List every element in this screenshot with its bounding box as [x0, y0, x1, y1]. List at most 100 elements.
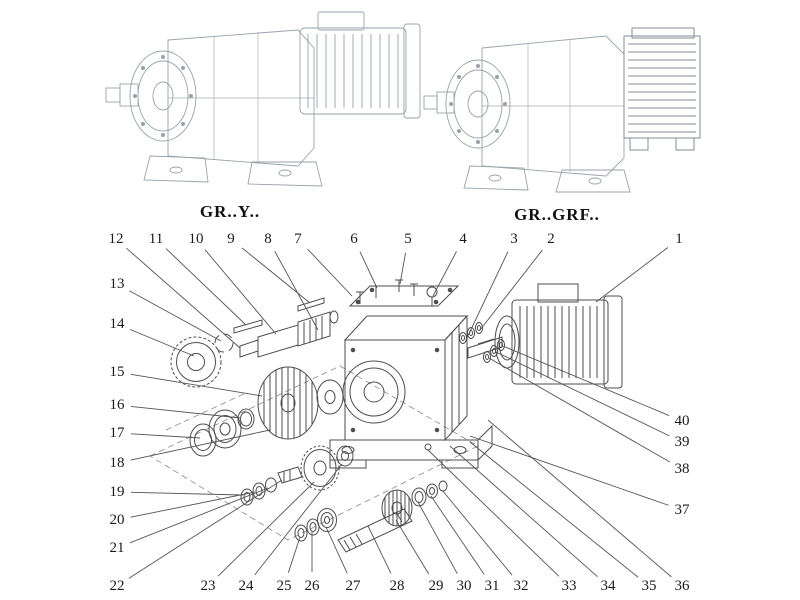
- leader-line-18: [130, 429, 271, 461]
- housing-seams: [168, 33, 314, 163]
- pinion-section: [297, 311, 331, 347]
- drain-plug: [424, 443, 432, 451]
- intermediate-gear-group: [240, 445, 354, 506]
- leader-line-4: [432, 251, 457, 297]
- leader-line-40: [502, 345, 670, 417]
- part-number-24: 24: [239, 578, 255, 594]
- terminal-box: [537, 283, 579, 303]
- finned-cover-block: [623, 27, 701, 151]
- part-number-35: 35: [642, 578, 657, 594]
- leader-line-32: [441, 489, 513, 576]
- leader-line-7: [307, 248, 353, 297]
- spacer-ring: [237, 408, 255, 430]
- part-number-13: 13: [110, 276, 125, 292]
- ring: [265, 477, 277, 493]
- bearing-group: [170, 333, 255, 457]
- motor-body: [299, 27, 407, 115]
- part-number-25: 25: [277, 578, 292, 594]
- leader-line-25: [287, 536, 301, 573]
- part-number-26: 26: [305, 578, 321, 594]
- washer: [294, 524, 308, 542]
- part-number-11: 11: [149, 231, 163, 247]
- part-number-15: 15: [110, 364, 125, 380]
- leader-line-1: [595, 247, 669, 303]
- leader-line-36: [487, 419, 672, 578]
- exploded-view-drawing: [149, 279, 623, 553]
- front-face: [445, 59, 511, 149]
- housing: [329, 314, 493, 469]
- output-shaft: [337, 508, 413, 553]
- part-number-40: 40: [675, 413, 690, 429]
- toothed-ring: [170, 336, 222, 388]
- bolt: [372, 285, 380, 298]
- motor-mount-washers: [459, 322, 505, 363]
- output-shaft-assembly: [294, 480, 448, 553]
- part-number-33: 33: [562, 578, 577, 594]
- part-number-39: 39: [675, 434, 690, 450]
- part-number-20: 20: [110, 512, 125, 528]
- leader-line-35: [469, 441, 639, 578]
- motor-end-cap: [403, 23, 421, 119]
- part-number-28: 28: [390, 578, 405, 594]
- part-number-14: 14: [110, 316, 126, 332]
- leader-line-34: [449, 445, 598, 578]
- leader-line-10: [204, 249, 277, 335]
- leader-line-29: [395, 519, 430, 575]
- part-number-22: 22: [110, 578, 125, 594]
- leader-line-22: [128, 479, 283, 579]
- leader-line-28: [367, 525, 392, 574]
- cover-plate: [348, 285, 460, 307]
- bolt: [356, 291, 364, 304]
- leader-line-15: [130, 373, 263, 397]
- main-gear-group: [257, 366, 344, 440]
- leader-line-30: [417, 501, 458, 574]
- part-number-31: 31: [485, 578, 500, 594]
- leader-line-3: [465, 251, 509, 341]
- ring: [411, 487, 427, 507]
- leader-line-6: [359, 251, 378, 289]
- part-number-29: 29: [429, 578, 444, 594]
- model-label-gr-grf: GR..GRF..: [514, 205, 600, 224]
- leader-line-21: [129, 487, 269, 544]
- terminal-box: [317, 11, 365, 31]
- part-number-36: 36: [675, 578, 691, 594]
- part-number-8: 8: [264, 231, 272, 247]
- bore: [342, 360, 406, 424]
- part-number-21: 21: [110, 540, 125, 556]
- phantom-axis-lines: [149, 365, 479, 541]
- leader-line-20: [130, 491, 256, 518]
- model-label-gr-y: GR..Y..: [199, 202, 261, 221]
- bolt: [410, 283, 418, 296]
- leader-line-12: [126, 247, 241, 349]
- part-number-27: 27: [346, 578, 362, 594]
- output-shaft: [105, 87, 121, 103]
- shaft-key: [233, 319, 263, 334]
- front-face: [129, 50, 197, 142]
- part-number-1: 1: [675, 231, 683, 247]
- washer: [240, 488, 254, 506]
- bolt-circle: [449, 64, 508, 144]
- housing-seams: [482, 39, 624, 172]
- part-number-12: 12: [109, 231, 124, 247]
- part-number-2: 2: [547, 231, 555, 247]
- pinion-shaft: [277, 466, 303, 484]
- shaft-key: [297, 297, 325, 312]
- part-number-18: 18: [110, 455, 125, 471]
- gearmotor-gr-grf-drawing: [423, 27, 701, 193]
- part-number-30: 30: [457, 578, 472, 594]
- rear-gear: [316, 379, 344, 415]
- bolt: [395, 279, 403, 292]
- output-shaft: [423, 95, 438, 110]
- part-number-32: 32: [514, 578, 529, 594]
- part-number-38: 38: [675, 461, 690, 477]
- leader-line-37: [469, 435, 669, 506]
- leader-line-24: [254, 463, 343, 576]
- leader-line-5: [399, 252, 406, 285]
- part-number-10: 10: [189, 231, 204, 247]
- housing-bolts: [350, 347, 440, 433]
- cover-fins: [628, 43, 696, 133]
- part-number-6: 6: [350, 231, 358, 247]
